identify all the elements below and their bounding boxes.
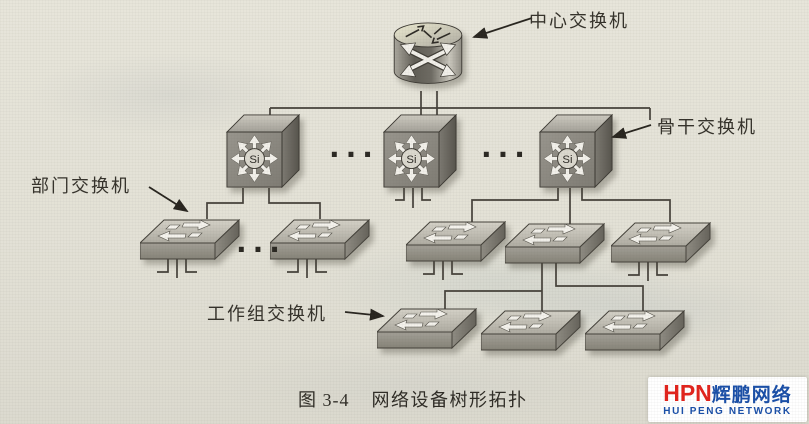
si2-port-stubs <box>395 188 431 208</box>
label-backbone-switch: 骨干交换机 <box>657 117 757 137</box>
dept2-port-stubs <box>287 259 327 278</box>
label-central-switch: 中心交换机 <box>529 11 629 31</box>
arrow-backbone-switch <box>611 124 652 139</box>
ellipsis-dots: ··· <box>236 233 286 266</box>
watermark-name-cn: 辉鹏网络 <box>711 385 792 406</box>
label-department-switch: 部门交换机 <box>31 176 131 196</box>
dept5-port-stubs <box>628 262 668 281</box>
figure-number: 图 3-4 <box>298 390 350 410</box>
link-si1-to-depts <box>206 188 321 219</box>
watermark-name-en: HUI PENG NETWORK <box>663 406 792 417</box>
watermark-line1: HPN 辉鹏网络 <box>663 380 792 406</box>
link-core-to-bus <box>269 91 651 122</box>
ellipsis-dots: ··· <box>481 138 531 171</box>
watermark-hpn: HPN 辉鹏网络 HUI PENG NETWORK <box>648 377 807 422</box>
figure-caption: 图 3-4 网络设备树形拓扑 <box>298 386 528 412</box>
arrow-central-switch <box>472 17 533 39</box>
link-dept4-to-workgroups <box>444 263 644 312</box>
arrow-department-switch <box>148 186 189 213</box>
watermark-abbr: HPN <box>663 380 712 406</box>
link-si3-to-depts <box>471 188 671 224</box>
figure-title: 网络设备树形拓扑 <box>371 390 528 410</box>
dept1-port-stubs <box>157 259 197 278</box>
label-workgroup-switch: 工作组交换机 <box>207 304 327 324</box>
arrow-workgroup-switch <box>344 308 385 321</box>
dept3-port-stubs <box>423 261 463 280</box>
ellipsis-dots: ··· <box>329 138 379 171</box>
